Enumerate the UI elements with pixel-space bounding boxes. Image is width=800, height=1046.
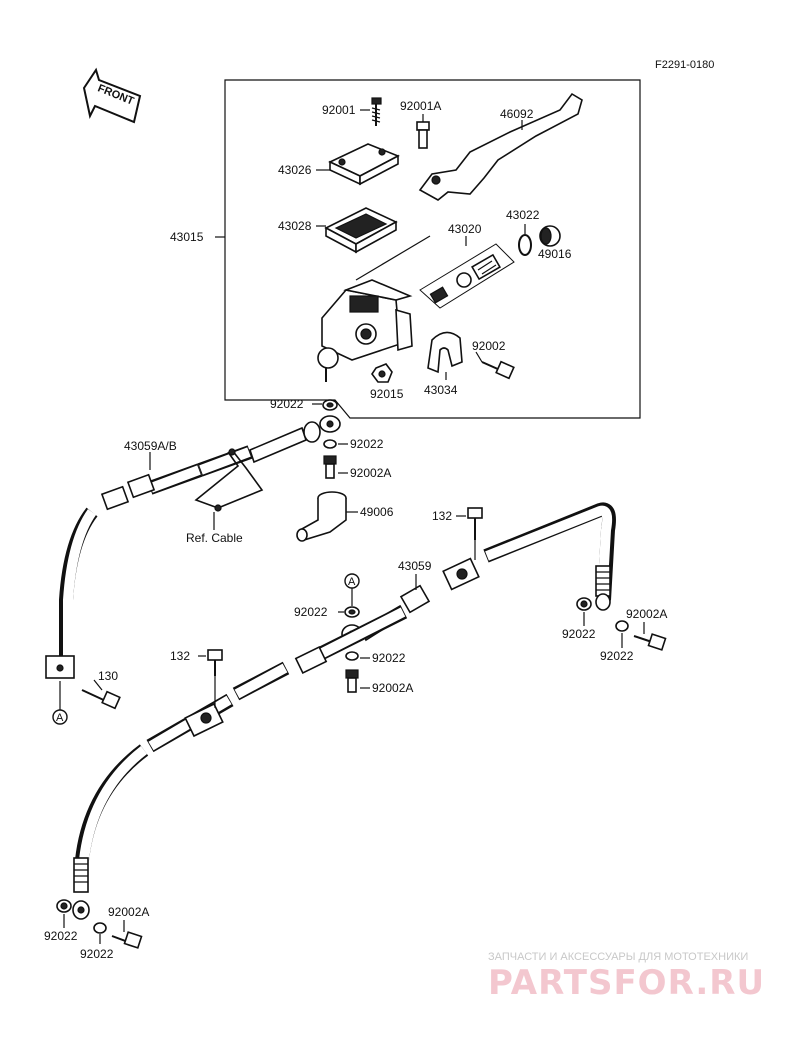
label-43020: 43020 [448,222,482,236]
diaphragm-43028 [324,207,398,254]
label-132-right: 132 [432,509,452,523]
label-92001A: 92001A [400,99,441,113]
bolt-92002A-b [345,669,359,693]
label-49006: 49006 [360,505,394,519]
assembly-frame [224,79,641,419]
label-92002A-a: 92002A [350,466,391,480]
marker-a-center: A [344,573,360,589]
label-92002: 92002 [472,339,506,353]
label-43034: 43034 [424,383,458,397]
label-92022-a: 92022 [270,397,304,411]
washer-92022-b [323,439,337,449]
washer-92022-h [93,922,107,934]
master-cylinder-body [317,279,413,382]
screw-92001 [371,97,382,126]
label-92022-f: 92022 [600,649,634,663]
bolt-92002A-d [111,931,143,949]
front-arrow-icon: FRONT [82,67,142,124]
label-92022-b: 92022 [350,437,384,451]
cable-guide-clip [194,448,264,512]
label-43015: 43015 [170,230,204,244]
label-92002A-c: 92002A [626,607,667,621]
brake-hose-upper [45,445,253,679]
label-46092: 46092 [500,107,534,121]
svg-text:A: A [56,712,64,724]
bolt-92002A-a [323,455,337,479]
label-43059: 43059 [398,559,432,573]
bolt-132-right [467,507,483,540]
washer-92022-g [56,899,72,913]
washer-92022-d [345,651,359,661]
label-43028: 43028 [278,219,312,233]
watermark-brand: PARTSFOR.RU [488,963,765,1003]
washer-92022-c [344,606,360,618]
label-92022-g: 92022 [44,929,78,943]
label-43059AB: 43059A/B [124,439,177,453]
bolt-92002 [481,360,515,380]
reservoir-cap-43026 [328,143,400,186]
label-43026: 43026 [278,163,312,177]
hose-clamp-132 [184,702,224,738]
label-92002A-d: 92002A [108,905,149,919]
washer-92022-upper [322,399,338,411]
label-92022-d: 92022 [372,651,406,665]
label-92015: 92015 [370,387,404,401]
label-49016: 49016 [538,247,572,261]
marker-a-left: A [52,709,68,725]
circlip-43022 [518,234,532,256]
piston-kit-43020 [419,243,515,309]
label-92022-e: 92022 [562,627,596,641]
brake-hose-right [483,502,616,611]
washer-92022-f [615,620,629,632]
cap-92015 [371,363,393,383]
banjo-fitting-upper [249,415,341,464]
label-130: 130 [98,669,118,683]
diagram-code: F2291-0180 [655,59,714,71]
label-92002A-b: 92002A [372,681,413,695]
label-92022-h: 92022 [80,947,114,961]
bolt-92002A-c [633,633,667,651]
label-92022-c: 92022 [294,605,328,619]
boot-49016 [539,225,561,247]
hose-joint-43059 [442,557,480,591]
watermark-tagline: ЗАПЧАСТИ И АКСЕССУАРЫ ДЛЯ МОТОТЕХНИКИ [488,951,748,963]
label-132-left: 132 [170,649,190,663]
pin-92001A [416,121,430,149]
lever-46092 [418,92,583,201]
bolt-132-left [207,649,223,676]
label-ref-cable: Ref. Cable [186,531,243,545]
label-92001: 92001 [322,103,356,117]
svg-text:A: A [348,576,356,588]
banjo-cover-49006 [296,491,347,542]
label-43022: 43022 [506,208,540,222]
clamp-43034 [427,331,463,374]
bolt-130 [81,689,121,710]
washer-92022-e [576,597,592,611]
